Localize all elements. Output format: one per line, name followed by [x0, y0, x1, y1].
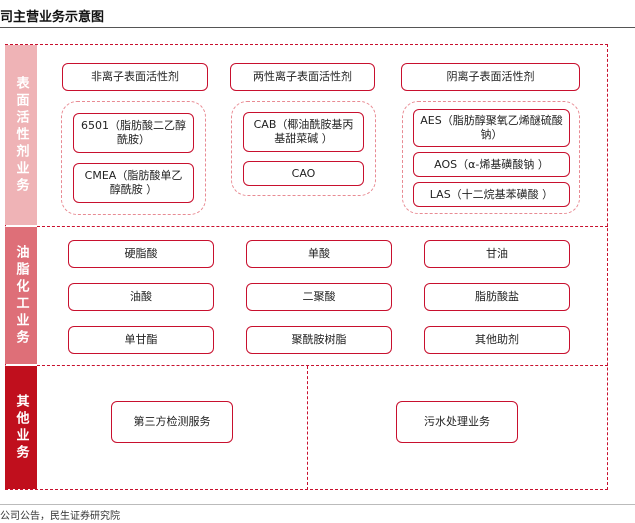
oleochemical-item: 其他助剂: [424, 326, 570, 354]
oleochemical-item: 单酸: [246, 240, 392, 268]
anionic-item-aos: AOS（α-烯基磺酸钠 ）: [413, 152, 570, 177]
nonionic-group: [61, 101, 206, 215]
column-divider: [307, 366, 308, 490]
other-item-wastewater: 污水处理业务: [396, 401, 518, 443]
band-oleochemical-label: 油脂化工业务: [13, 244, 29, 347]
nonionic-item-6501: 6501（脂肪酸二乙醇酰胺）: [73, 113, 194, 153]
section-divider: [37, 226, 608, 227]
title-rule: [0, 27, 635, 28]
nonionic-header: 非离子表面活性剂: [62, 63, 208, 91]
oleochemical-item: 甘油: [424, 240, 570, 268]
oleochemical-item: 脂肪酸盐: [424, 283, 570, 311]
other-item-testing: 第三方检测服务: [111, 401, 233, 443]
source-note: 公司公告，民生证券研究院: [0, 511, 120, 522]
nonionic-item-cmea: CMEA（脂肪酸单乙醇酰胺 ）: [73, 163, 194, 203]
anionic-header: 阴离子表面活性剂: [401, 63, 580, 91]
band-other: 其他业务: [5, 366, 37, 489]
bottom-rule: [0, 504, 635, 505]
band-surfactant-label: 表面活性剂业务: [13, 75, 29, 195]
anionic-item-las: LAS（十二烷基苯磺酸 ）: [413, 182, 570, 207]
amphoteric-group: [231, 101, 376, 196]
amphoteric-item-cao: CAO: [243, 161, 364, 186]
amphoteric-header: 两性离子表面活性剂: [230, 63, 375, 91]
oleochemical-item: 硬脂酸: [68, 240, 214, 268]
band-oleochemical: 油脂化工业务: [5, 227, 37, 364]
anionic-group: [402, 101, 580, 214]
band-surfactant: 表面活性剂业务: [5, 45, 37, 225]
diagram-title: 司主营业务示意图: [0, 10, 105, 25]
oleochemical-item: 聚酰胺树脂: [246, 326, 392, 354]
amphoteric-item-cab: CAB（椰油酰胺基丙基甜菜碱 ）: [243, 112, 364, 152]
oleochemical-item: 二聚酸: [246, 283, 392, 311]
section-divider: [37, 365, 608, 366]
oleochemical-item: 单甘酯: [68, 326, 214, 354]
band-other-label: 其他业务: [13, 393, 29, 462]
oleochemical-item: 油酸: [68, 283, 214, 311]
anionic-item-aes: AES（脂肪醇聚氧乙烯醚硫酸钠）: [413, 109, 570, 147]
